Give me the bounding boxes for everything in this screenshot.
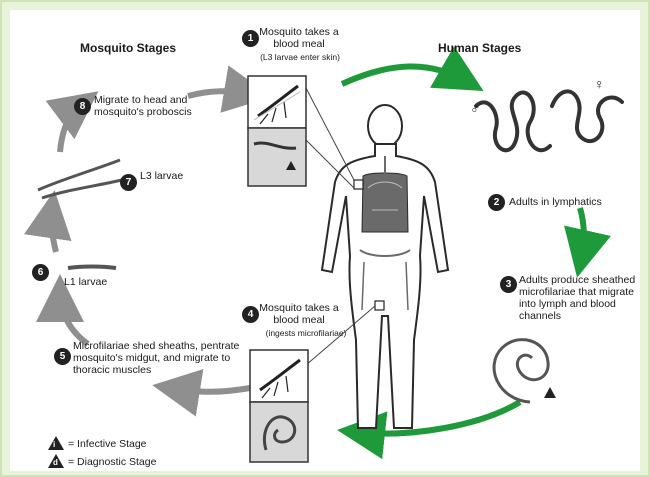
legend-diagnostic-label: = Diagnostic Stage (68, 456, 156, 468)
arrow-1-to-2 (342, 66, 468, 84)
step-1-subtext: (L3 larvae enter skin) (244, 52, 356, 62)
arrow-5-to-6 (60, 292, 88, 344)
mosquito-stages-heading: Mosquito Stages (80, 42, 176, 54)
legend-infective-label: = Infective Stage (68, 438, 147, 450)
mosquito-panel-top (248, 76, 306, 186)
step-3-text: Adults produce sheathed microfilariae th… (519, 274, 637, 322)
body-marker-upper (354, 180, 363, 189)
step-1-badge: 1 (242, 30, 259, 47)
larvae-l1 (68, 267, 116, 269)
step-5-text: Microfilariae shed sheaths, pentrate mos… (73, 340, 249, 376)
human-body (322, 105, 448, 428)
step-2-badge: 2 (488, 194, 505, 211)
step-7-badge: 7 (120, 174, 137, 191)
female-symbol: ♀ (594, 78, 605, 90)
body-marker-lower (375, 301, 384, 310)
step-8-badge: 8 (74, 98, 91, 115)
step-7-text: L3 larvae (140, 170, 183, 182)
step-4-badge: 4 (242, 306, 259, 323)
step-5-badge: 5 (54, 348, 71, 365)
human-stages-heading: Human Stages (438, 42, 521, 54)
arrow-4-to-5 (170, 388, 250, 392)
legend-infective-glyph (48, 436, 64, 450)
lifecycle-diagram: Mosquito Stages Human Stages 1 Mosquito … (10, 10, 640, 471)
step-1-text: Mosquito takes a blood meal (258, 26, 340, 50)
mosquito-panel-bottom (250, 350, 308, 462)
male-symbol: ♂ (470, 102, 481, 114)
arrow-6-to-7 (51, 208, 56, 252)
step-6-text: L1 larvae (64, 276, 107, 288)
arrow-2-to-3 (580, 208, 584, 260)
microfilaria-coil (494, 340, 548, 402)
step-3-badge: 3 (500, 276, 517, 293)
legend-infective-letter: i (53, 439, 55, 451)
legend-diagnostic-letter: d (53, 457, 58, 469)
arrow-3-to-4 (355, 402, 520, 434)
step-4-subtext: (ingests microfilariae) (250, 328, 362, 338)
larvae-l3 (38, 160, 122, 198)
step-4-text: Mosquito takes a blood meal (258, 302, 340, 326)
step-6-badge: 6 (32, 264, 49, 281)
step-2-text: Adults in lymphatics (509, 196, 602, 208)
adult-worms (476, 91, 622, 150)
step-8-text: Migrate to head and mosquito's proboscis (94, 94, 212, 118)
diagram-graphics (10, 10, 640, 471)
